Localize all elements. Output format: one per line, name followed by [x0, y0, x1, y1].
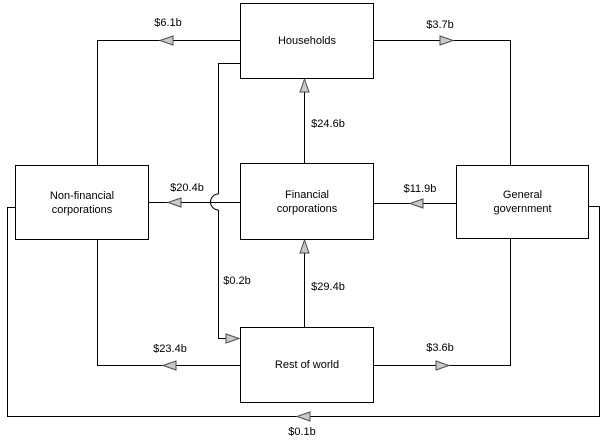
flow-value-row-to-nfc: $23.4b	[152, 343, 188, 355]
node-financial-corporations: Financial corporations	[240, 163, 374, 240]
node-general-government: General government	[456, 165, 589, 239]
arrowhead-fc-to-households	[299, 77, 310, 93]
flow-line-households-to-nfc	[97, 40, 240, 165]
flow-line-households-to-row-upper	[218, 63, 240, 194]
flow-value-gg-to-nfc: $0.1b	[287, 426, 317, 438]
flow-value-households-to-row: $0.2b	[222, 275, 252, 287]
node-non-financial-corporations-label: Non-financial corporations	[49, 189, 115, 216]
arrowhead-households-to-gg	[439, 35, 455, 46]
node-general-government-label: General government	[493, 189, 552, 215]
flow-value-fc-to-households: $24.6b	[310, 118, 346, 130]
arrowhead-households-to-nfc	[158, 35, 174, 46]
node-rest-of-world-label: Rest of world	[274, 359, 340, 371]
flow-value-row-to-gg: $3.6b	[425, 342, 455, 354]
arrowhead-gg-to-nfc	[295, 411, 311, 422]
arrowhead-row-to-gg	[435, 360, 451, 371]
arrowhead-fc-to-nfc	[166, 197, 182, 208]
flow-line-row-to-nfc	[97, 239, 240, 366]
flow-value-row-to-fc: $29.4b	[310, 281, 346, 293]
arrowhead-households-to-row	[225, 333, 241, 344]
arrowhead-row-to-fc	[299, 238, 310, 254]
flow-value-gg-to-fc: $11.9b	[402, 183, 438, 195]
node-households-label: Households	[277, 35, 337, 47]
node-non-financial-corporations: Non-financial corporations	[15, 165, 149, 240]
arrowhead-gg-to-fc	[408, 198, 424, 209]
node-households: Households	[240, 3, 374, 79]
node-rest-of-world: Rest of world	[240, 327, 374, 403]
flow-value-fc-to-nfc: $20.4b	[169, 182, 205, 194]
flow-value-households-to-nfc: $6.1b	[153, 17, 183, 29]
flow-value-households-to-gg: $3.7b	[425, 19, 455, 31]
line-hop-arc	[210, 193, 219, 211]
arrowhead-row-to-nfc	[161, 360, 177, 371]
flow-line-households-to-gg	[373, 40, 511, 165]
flow-line-row-to-gg	[373, 238, 511, 366]
node-financial-corporations-label: Financial corporations	[276, 188, 338, 215]
